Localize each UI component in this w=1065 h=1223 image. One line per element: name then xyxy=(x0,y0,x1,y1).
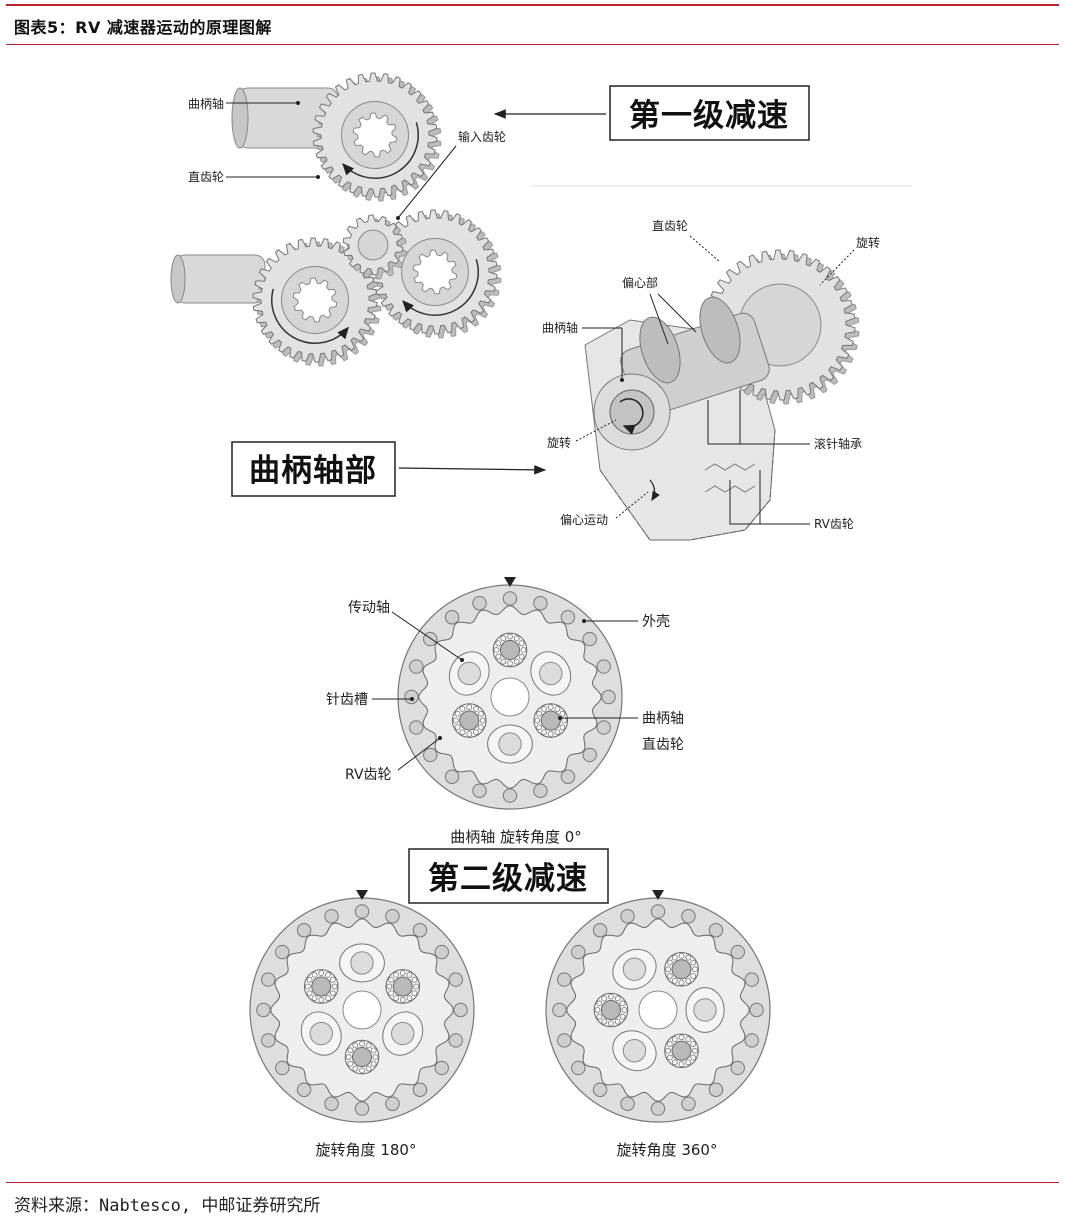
crank-box-text: 曲柄轴部 xyxy=(249,453,377,489)
top-rule xyxy=(6,4,1059,6)
label-input-gear: 输入齿轮 xyxy=(458,129,506,144)
label-spur-gear-2: 直齿轮 xyxy=(652,219,688,233)
crank-label-box: 曲柄轴部 xyxy=(231,441,547,497)
label-eccentric-motion: 偏心运动 xyxy=(560,512,608,527)
crankshaft-illustration xyxy=(584,249,860,541)
caption-angle-180: 旋转角度 180° xyxy=(316,1141,417,1159)
label-needle-bearing: 滚针轴承 xyxy=(814,436,862,451)
stage2-box-text: 第二级减速 xyxy=(428,861,588,897)
title-rule xyxy=(6,44,1059,45)
stage2-labels: 传动轴 外壳 针齿槽 曲柄轴 直齿轮 RV齿轮 曲柄轴 旋转角度 0° 旋转角度… xyxy=(316,600,718,1159)
bottom-rule xyxy=(6,1182,1059,1183)
label-spur-gear-1: 直齿轮 xyxy=(188,170,224,184)
label-crankshaft-1: 曲柄轴 xyxy=(188,96,224,111)
label-housing: 外壳 xyxy=(642,613,670,630)
crank-labels: 直齿轮 旋转 偏心部 曲柄轴 旋转 滚针轴承 偏心运动 RV齿轮 xyxy=(542,219,880,531)
label-pin-slot: 针齿槽 xyxy=(326,692,368,708)
label-rotation-left: 旋转 xyxy=(547,435,571,450)
label-eccentric: 偏心部 xyxy=(622,275,658,290)
stage1-label-box: 第一级减速 xyxy=(493,85,810,141)
label-crankshaft-2: 曲柄轴 xyxy=(542,320,578,335)
stage2-label-box: 第二级减速 xyxy=(408,848,609,904)
figure-title: 图表5：RV 减速器运动的原理图解 xyxy=(14,18,272,37)
stage1-labels: 曲柄轴 直齿轮 输入齿轮 xyxy=(188,96,506,220)
label-crankshaft-3: 曲柄轴 xyxy=(642,711,684,727)
disk-angle-360 xyxy=(545,890,771,1123)
disk-angle-0 xyxy=(397,577,623,810)
stage1-box-text: 第一级减速 xyxy=(629,98,789,134)
stage1-gear-illustration xyxy=(170,72,502,367)
caption-angle-360: 旋转角度 360° xyxy=(617,1141,718,1159)
label-spur-gear-3: 直齿轮 xyxy=(642,736,684,753)
label-rv-gear-3: RV齿轮 xyxy=(345,767,392,783)
disk-angle-180 xyxy=(249,890,475,1123)
caption-angle-0: 曲柄轴 旋转角度 0° xyxy=(450,828,582,846)
label-drive-shaft: 传动轴 xyxy=(348,600,390,616)
label-rotation-top: 旋转 xyxy=(856,235,880,250)
label-rv-gear-2: RV齿轮 xyxy=(814,517,854,531)
source-note: 资料来源：Nabtesco, 中邮证券研究所 xyxy=(14,1196,321,1216)
